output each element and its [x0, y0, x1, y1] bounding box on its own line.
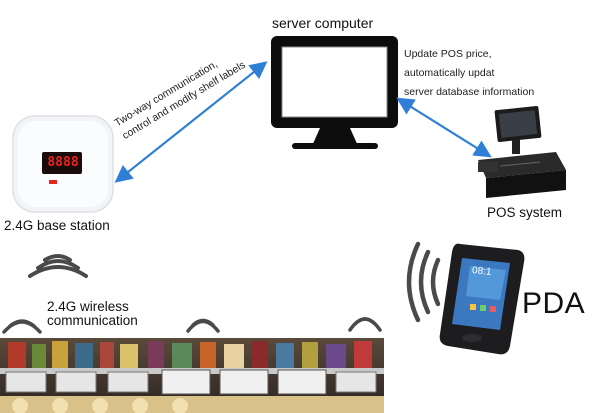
wireless-line: 2.4G wireless — [47, 299, 129, 314]
arrow-server-pos — [396, 97, 492, 158]
wifi-wave-icon — [2, 317, 382, 334]
wireless-communication-label: 2.4G wireless communication — [47, 300, 138, 328]
cash-register-icon — [478, 105, 566, 198]
base-station-icon — [12, 115, 114, 213]
pda-screen-time: 08:1 — [471, 265, 492, 278]
base-station-label: 2.4G base station — [4, 218, 110, 233]
pda-label: PDA — [522, 287, 586, 320]
pos-note-line: server database information — [404, 86, 535, 98]
server-computer-label: server computer — [272, 15, 374, 31]
shelf-photo — [0, 338, 384, 413]
pda-phone-icon — [439, 243, 525, 355]
pos-update-note: Update POS price, automatically updat se… — [404, 45, 534, 102]
wireless-line: communication — [47, 313, 138, 328]
pos-system-label: POS system — [487, 205, 563, 220]
pos-note-line: Update POS price, — [404, 48, 492, 60]
monitor-icon — [271, 36, 398, 149]
base-station-display: 8888 — [47, 155, 79, 170]
pos-note-line: automatically updat — [404, 67, 495, 79]
wifi-wave-icon — [28, 254, 88, 278]
arrow-base-server — [114, 61, 268, 183]
